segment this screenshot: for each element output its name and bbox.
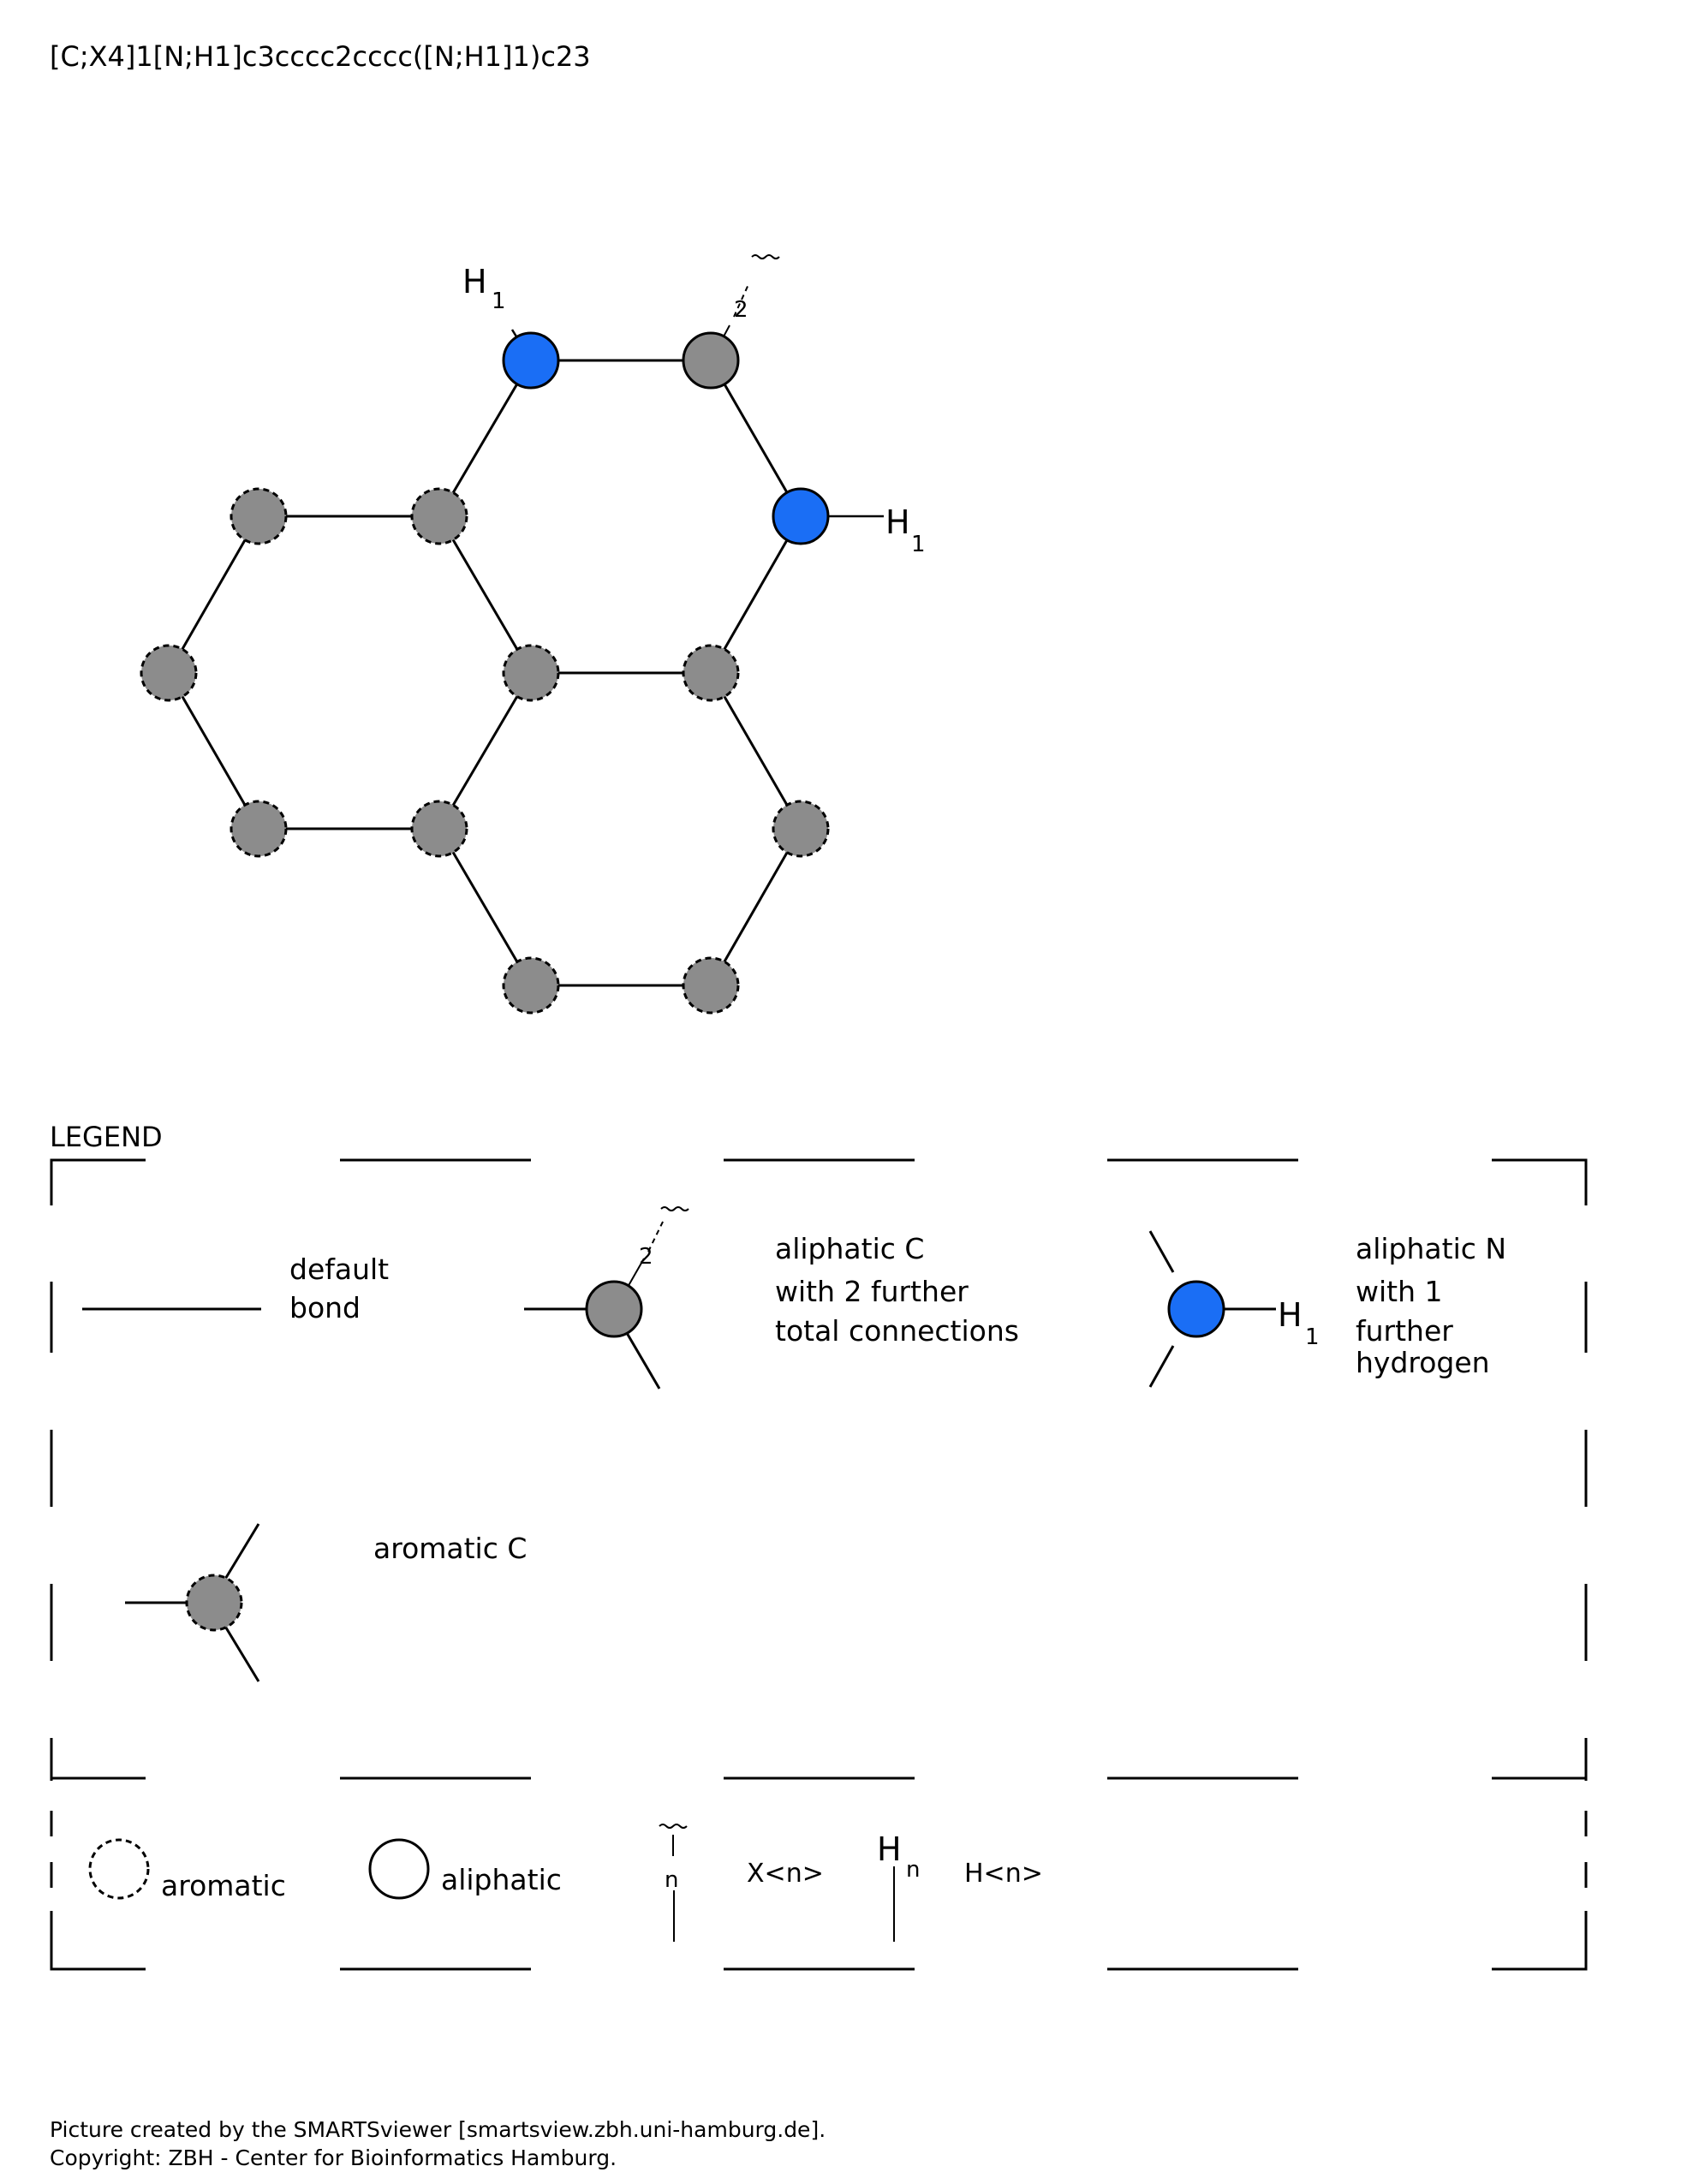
- aromatic-c-label: aromatic C: [373, 1532, 527, 1565]
- bond-a8-a9: [438, 828, 533, 986]
- legend-aromatic-c: aromatic C: [125, 1523, 527, 1682]
- legend-frame: [50, 1158, 1588, 1781]
- atom-a1-aromatic-c: [230, 487, 288, 545]
- atom-a7-aromatic-c: [772, 800, 830, 858]
- aromatic-key-label: aromatic: [161, 1869, 286, 1902]
- wavy-connection-icon: [751, 254, 780, 259]
- hydrogen-label: H: [1278, 1296, 1303, 1334]
- bond-a9-a5: [438, 672, 533, 830]
- bond-a1-a3: [167, 515, 260, 674]
- molecule-bonds: [167, 359, 802, 987]
- aromatic-c-atom: [185, 1574, 243, 1632]
- bond-a6-a7: [709, 672, 802, 830]
- h-n-subscript: n: [906, 1857, 920, 1883]
- molecule-atoms: [140, 331, 830, 1015]
- aliphatic-c-atom: [585, 1280, 643, 1338]
- atom-a9-aromatic-c: [410, 800, 468, 858]
- hydrogen-count: 1: [492, 289, 506, 314]
- legend-key-frame: [50, 1811, 1588, 1971]
- atom-N2-aliphatic-n: [772, 487, 830, 545]
- footer-copyright: Copyright: ZBH - Center for Bioinformati…: [50, 2145, 617, 2170]
- atom-a10-aromatic-c: [682, 956, 740, 1015]
- legend-default-bond: default bond: [82, 1253, 398, 1324]
- atom-a2-aromatic-c: [410, 487, 468, 545]
- x-n-subscript: n: [665, 1867, 678, 1893]
- atom-C1-aliphatic-c: [682, 331, 740, 390]
- atom-a3-aromatic-c: [140, 644, 198, 702]
- atom-a5-aromatic-c: [502, 644, 560, 702]
- legend: LEGEND: [50, 1121, 1588, 1971]
- smarts-string: [C;X4]1[N;H1]c3cccc2cccc([N;H1]1)c23: [50, 40, 591, 73]
- legend-title: LEGEND: [50, 1121, 163, 1153]
- legend-aliphatic-n: H 1 aliphatic N with 1 further hydrogen: [1148, 1230, 1516, 1388]
- bond-a7-a10: [709, 828, 802, 986]
- connection-count: 2: [734, 297, 748, 323]
- atom-a4-aromatic-c: [230, 800, 288, 858]
- hydrogen-label: H: [462, 263, 487, 301]
- hydrogen-label: H: [885, 503, 910, 541]
- x-n-label: X<n>: [747, 1859, 824, 1889]
- molecule-substituents: H 1 2 H 1: [462, 254, 926, 557]
- bond-C1-N2: [709, 360, 802, 517]
- aliphatic-c-label: aliphatic C with 2 further total connect…: [775, 1232, 1019, 1348]
- aromatic-circle-icon: [88, 1838, 150, 1900]
- footer-credit: Picture created by the SMARTSviewer [sma…: [50, 2117, 826, 2142]
- hydrogen-count: 1: [1305, 1324, 1320, 1350]
- bond-a2-a5: [438, 515, 533, 674]
- wavy-connection-icon: [659, 1824, 688, 1829]
- connection-count: 2: [639, 1244, 653, 1270]
- legend-key: aromatic aliphatic n X<n> H n H<n>: [88, 1824, 1043, 1942]
- bond-a3-a4: [167, 672, 260, 830]
- connection-line: [733, 282, 750, 318]
- atom-N1-aliphatic-n: [502, 331, 560, 390]
- legend-aliphatic-c: 2 aliphatic C with 2 further total conne…: [524, 1206, 1019, 1390]
- aliphatic-n-atom: [1167, 1280, 1225, 1338]
- aliphatic-n-label: aliphatic N with 1 further hydrogen: [1356, 1232, 1516, 1379]
- wavy-connection-icon: [660, 1206, 689, 1211]
- bond-N2-a6: [709, 515, 802, 674]
- hydrogen-count: 1: [911, 532, 926, 557]
- h-n-label: H<n>: [964, 1859, 1043, 1889]
- atom-a6-aromatic-c: [682, 644, 740, 702]
- bond-N1-a2: [438, 360, 533, 517]
- h-n-glyph: H: [877, 1830, 902, 1868]
- aliphatic-circle-icon: [368, 1838, 430, 1900]
- default-bond-label: default bond: [289, 1253, 398, 1324]
- atom-a8-aromatic-c: [502, 956, 560, 1015]
- molecule-depiction: H 1 2 H 1: [140, 254, 926, 1015]
- aliphatic-key-label: aliphatic: [441, 1863, 562, 1896]
